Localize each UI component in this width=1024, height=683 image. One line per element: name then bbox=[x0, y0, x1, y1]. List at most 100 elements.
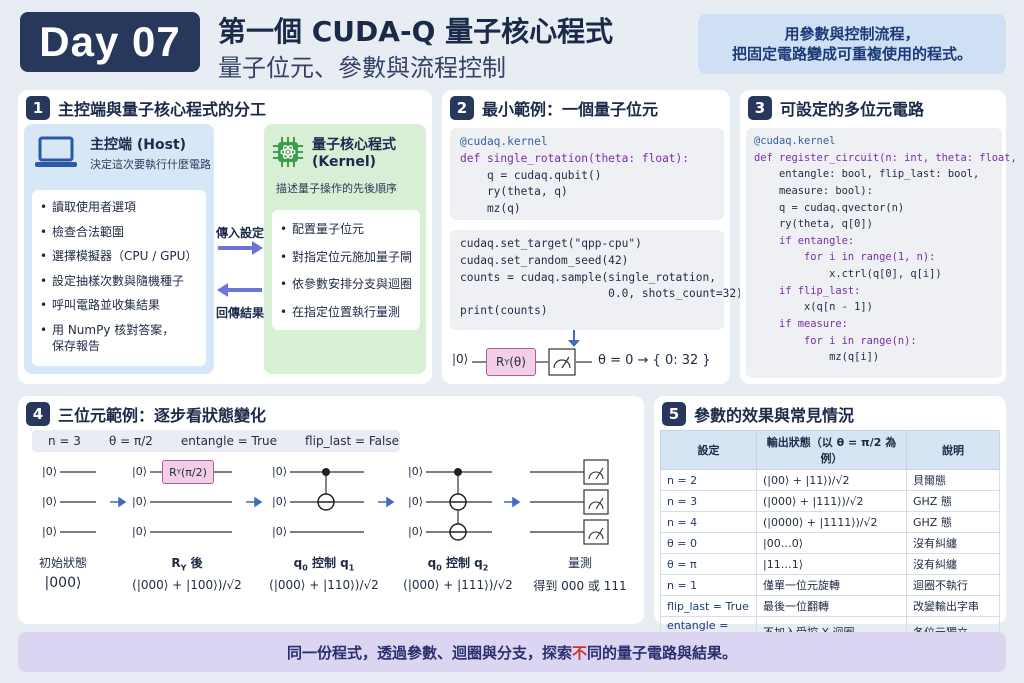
code-host-sample: cudaq.set_target("qpp-cpu") cudaq.set_ra… bbox=[450, 230, 743, 330]
table-cell: 沒有糾纏 bbox=[906, 553, 1000, 575]
code-line: ry(theta, q) bbox=[460, 185, 568, 199]
code-line: q = cudaq.qubit() bbox=[460, 168, 602, 182]
header-note-line2: 把固定電路變成可重複使用的程式。 bbox=[731, 45, 972, 63]
code-line: if entangle: bbox=[754, 234, 855, 247]
step-title-sub: Y bbox=[180, 563, 187, 573]
panel4-number: 4 bbox=[26, 402, 50, 426]
code-line: 0.0, shots_count=32) bbox=[460, 287, 743, 301]
code-line: for i in range(1, n): bbox=[754, 251, 936, 264]
step-title-main: R bbox=[171, 556, 181, 570]
step-state: (|000⟩ + |100⟩)/√2 bbox=[132, 578, 242, 593]
param-entangle: entangle = True bbox=[180, 434, 278, 448]
ket-label: |0⟩ bbox=[132, 525, 147, 538]
panel2-number: 2 bbox=[450, 96, 474, 120]
return-results-label: 回傳結果 bbox=[216, 306, 265, 320]
footer-text-post: 同的量子電路與結果。 bbox=[587, 643, 738, 662]
host-subtitle: 決定這次要執行什麼電路 bbox=[90, 158, 211, 171]
param-flip-last: flip_last = False bbox=[305, 434, 400, 448]
ket-label: |0⟩ bbox=[272, 495, 287, 508]
step-title: q0 控制 q1 bbox=[258, 554, 390, 572]
code-line: mz(q[i]) bbox=[754, 351, 880, 364]
ket-label: |0⟩ bbox=[408, 465, 423, 478]
host-list: 讀取使用者選項 檢查合法範圍 選擇模擬器（CPU / GPU） 設定抽樣次數與隨… bbox=[32, 190, 206, 366]
ket-label: |0⟩ bbox=[42, 495, 57, 508]
panel-three-qubit-example: 4 三位元範例：逐步看狀態變化 n = 3 θ = π/2 entangle =… bbox=[18, 396, 644, 624]
step-title-tail: 後 bbox=[186, 556, 203, 570]
table-cell: (|0000⟩ + |1111⟩)/√2 bbox=[756, 511, 907, 533]
column-header: 輸出狀態（以 θ = π/2 為例） bbox=[756, 430, 907, 470]
table-cell: 沒有糾纏 bbox=[906, 532, 1000, 554]
arrow-left-icon bbox=[217, 283, 262, 297]
table-cell: n = 3 bbox=[660, 490, 757, 512]
table-cell: n = 4 bbox=[660, 511, 757, 533]
host-box: 主控端 (Host) 決定這次要執行什麼電路 讀取使用者選項 檢查合法範圍 選擇… bbox=[24, 124, 214, 374]
step-title-sub: 0 bbox=[302, 563, 308, 573]
table-row: θ = 0|00…0⟩沒有糾纏 bbox=[660, 532, 1000, 554]
step-state: (|000⟩ + |110⟩)/√2 bbox=[269, 578, 379, 593]
ket-label: |0⟩ bbox=[132, 465, 147, 478]
params-bar: n = 3 θ = π/2 entangle = True flip_last … bbox=[32, 430, 400, 452]
step-cx1: q0 控制 q1 (|000⟩ + |110⟩)/√2 bbox=[258, 554, 390, 592]
ket-label: |0⟩ bbox=[408, 525, 423, 538]
step-ry: RY 後 (|000⟩ + |100⟩)/√2 bbox=[122, 554, 252, 592]
panel-host-kernel: 1 主控端與量子核心程式的分工 主控端 (Host) 決定這次要執行什麼電路 讀… bbox=[18, 90, 432, 384]
step-title-sub2: 2 bbox=[482, 563, 489, 573]
gate-arg: (θ) bbox=[509, 355, 526, 369]
panel4-title: 4 三位元範例：逐步看狀態變化 bbox=[26, 402, 266, 426]
page-title: 第一個 CUDA-Q 量子核心程式 bbox=[218, 15, 614, 48]
arrow-down-icon bbox=[568, 330, 580, 347]
table-header-row: 設定 輸出狀態（以 θ = π/2 為例） 說明 bbox=[660, 430, 1000, 470]
list-item: 讀取使用者選項 bbox=[38, 200, 200, 216]
step-title: q0 控制 q2 bbox=[392, 554, 524, 572]
code-line: measure: bool): bbox=[754, 184, 873, 197]
column-header: 說明 bbox=[906, 430, 1000, 470]
code-line: cudaq.set_target("qpp-cpu") bbox=[460, 237, 642, 250]
gate-sub: Y bbox=[504, 357, 510, 367]
list-item: 選擇模擬器（CPU / GPU） bbox=[38, 249, 200, 265]
table-cell: 最後一位翻轉 bbox=[756, 595, 907, 617]
step-state: (|000⟩ + |111⟩)/√2 bbox=[403, 578, 513, 593]
ket-zero: |0⟩ bbox=[452, 352, 469, 366]
kernel-title-line1: 量子核心程式 bbox=[312, 137, 396, 153]
list-item: 用 NumPy 核對答案，保存報告 bbox=[38, 323, 200, 354]
table-cell: GHZ 態 bbox=[906, 511, 1000, 533]
table-cell: flip_last = True bbox=[660, 595, 757, 617]
step-cx2: q0 控制 q2 (|000⟩ + |111⟩)/√2 bbox=[392, 554, 524, 592]
step-title: 初始狀態 bbox=[38, 556, 87, 570]
step-title-sub: 0 bbox=[436, 563, 442, 573]
gate-label: R bbox=[169, 465, 177, 479]
code-line: for i in range(n): bbox=[754, 334, 917, 347]
code-line: cudaq.set_random_seed(42) bbox=[460, 253, 629, 267]
code-register-circuit: @cudaq.kernel def register_circuit(n: in… bbox=[746, 128, 1017, 378]
list-item: 設定抽樣次數與隨機種子 bbox=[38, 274, 200, 290]
step-title: 量測 bbox=[567, 556, 592, 570]
table-cell: 貝爾態 bbox=[906, 469, 1000, 491]
code-line: @cudaq.kernel bbox=[754, 135, 836, 147]
ket-label: |0⟩ bbox=[42, 525, 57, 538]
code-line: q = cudaq.qvector(n) bbox=[754, 201, 905, 214]
panel5-number: 5 bbox=[662, 402, 686, 426]
table-cell: (|000⟩ + |111⟩)/√2 bbox=[756, 490, 907, 512]
panel5-title-text: 參數的效果與常見情況 bbox=[694, 406, 855, 425]
ket-label: |0⟩ bbox=[42, 465, 57, 478]
table-cell: θ = 0 bbox=[660, 532, 757, 554]
code-line: if measure: bbox=[754, 318, 848, 331]
panel3-number: 3 bbox=[748, 96, 772, 120]
step-initial: 初始狀態 |000⟩ bbox=[28, 554, 98, 591]
arrow-right-icon bbox=[218, 241, 263, 255]
ket-label: |0⟩ bbox=[272, 525, 287, 538]
code-line: if flip_last: bbox=[754, 284, 861, 297]
table-cell: 迴圈不執行 bbox=[906, 574, 1000, 596]
table-row: θ = π|11…1⟩沒有糾纏 bbox=[660, 553, 1000, 575]
table-cell: (|00⟩ + |11⟩)/√2 bbox=[756, 469, 907, 491]
gate-sub: Y bbox=[176, 468, 181, 476]
footer-highlight: 不 bbox=[571, 643, 587, 662]
table-cell: θ = π bbox=[660, 553, 757, 575]
list-item: 對指定位元施加量子閘 bbox=[278, 250, 416, 266]
list-item-line1: 用 NumPy 核對答案， bbox=[52, 322, 175, 337]
gate-arg: (π/2) bbox=[181, 465, 207, 479]
ket-label: |0⟩ bbox=[132, 495, 147, 508]
